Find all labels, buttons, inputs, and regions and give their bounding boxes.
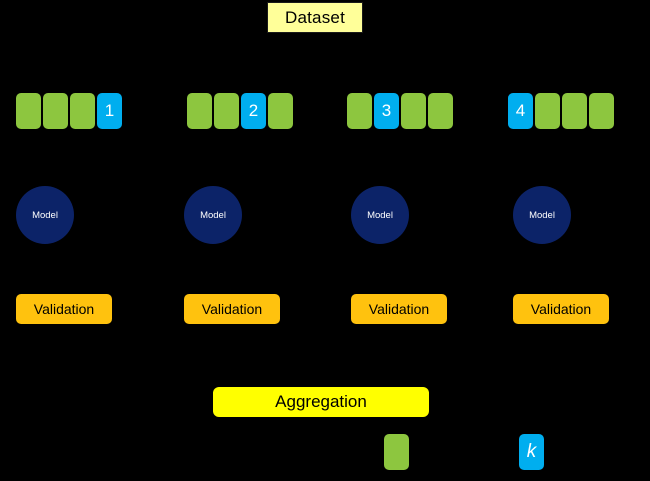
fold-block-validation: 1 [97, 93, 122, 129]
fold-block-training [16, 93, 41, 129]
model-label: Model [200, 209, 226, 221]
validation-box-2: Validation [184, 294, 280, 324]
fold-block-training [187, 93, 212, 129]
model-label: Model [32, 209, 58, 221]
validation-label: Validation [201, 301, 263, 317]
aggregation-box: Aggregation [213, 387, 429, 417]
validation-box-4: Validation [513, 294, 609, 324]
validation-box-3: Validation [351, 294, 447, 324]
legend-swatch-training [384, 434, 409, 470]
fold-block-training [347, 93, 372, 129]
fold-block-training [268, 93, 293, 129]
model-circle-3: Model [351, 186, 409, 244]
fold-block-validation: 2 [241, 93, 266, 129]
fold-block-training [428, 93, 453, 129]
legend-swatch-validation: k [519, 434, 544, 470]
fold-row-4: 4 [508, 93, 614, 129]
fold-block-training [401, 93, 426, 129]
fold-block-training [562, 93, 587, 129]
validation-label: Validation [530, 301, 592, 317]
fold-block-training [589, 93, 614, 129]
fold-block-validation: 3 [374, 93, 399, 129]
fold-row-1: 1 [16, 93, 122, 129]
fold-block-training [70, 93, 95, 129]
fold-block-training [43, 93, 68, 129]
fold-block-training [214, 93, 239, 129]
fold-block-validation: 4 [508, 93, 533, 129]
validation-label: Validation [33, 301, 95, 317]
validation-label: Validation [368, 301, 430, 317]
model-label: Model [529, 209, 555, 221]
dataset-label: Dataset [285, 7, 345, 27]
aggregation-label: Aggregation [275, 392, 367, 411]
fold-row-3: 3 [347, 93, 453, 129]
dataset-box: Dataset [267, 2, 363, 33]
model-circle-4: Model [513, 186, 571, 244]
legend-validation-glyph: k [526, 441, 537, 462]
model-circle-2: Model [184, 186, 242, 244]
fold-block-training [535, 93, 560, 129]
fold-row-2: 2 [187, 93, 293, 129]
model-label: Model [367, 209, 393, 221]
model-circle-1: Model [16, 186, 74, 244]
validation-box-1: Validation [16, 294, 112, 324]
